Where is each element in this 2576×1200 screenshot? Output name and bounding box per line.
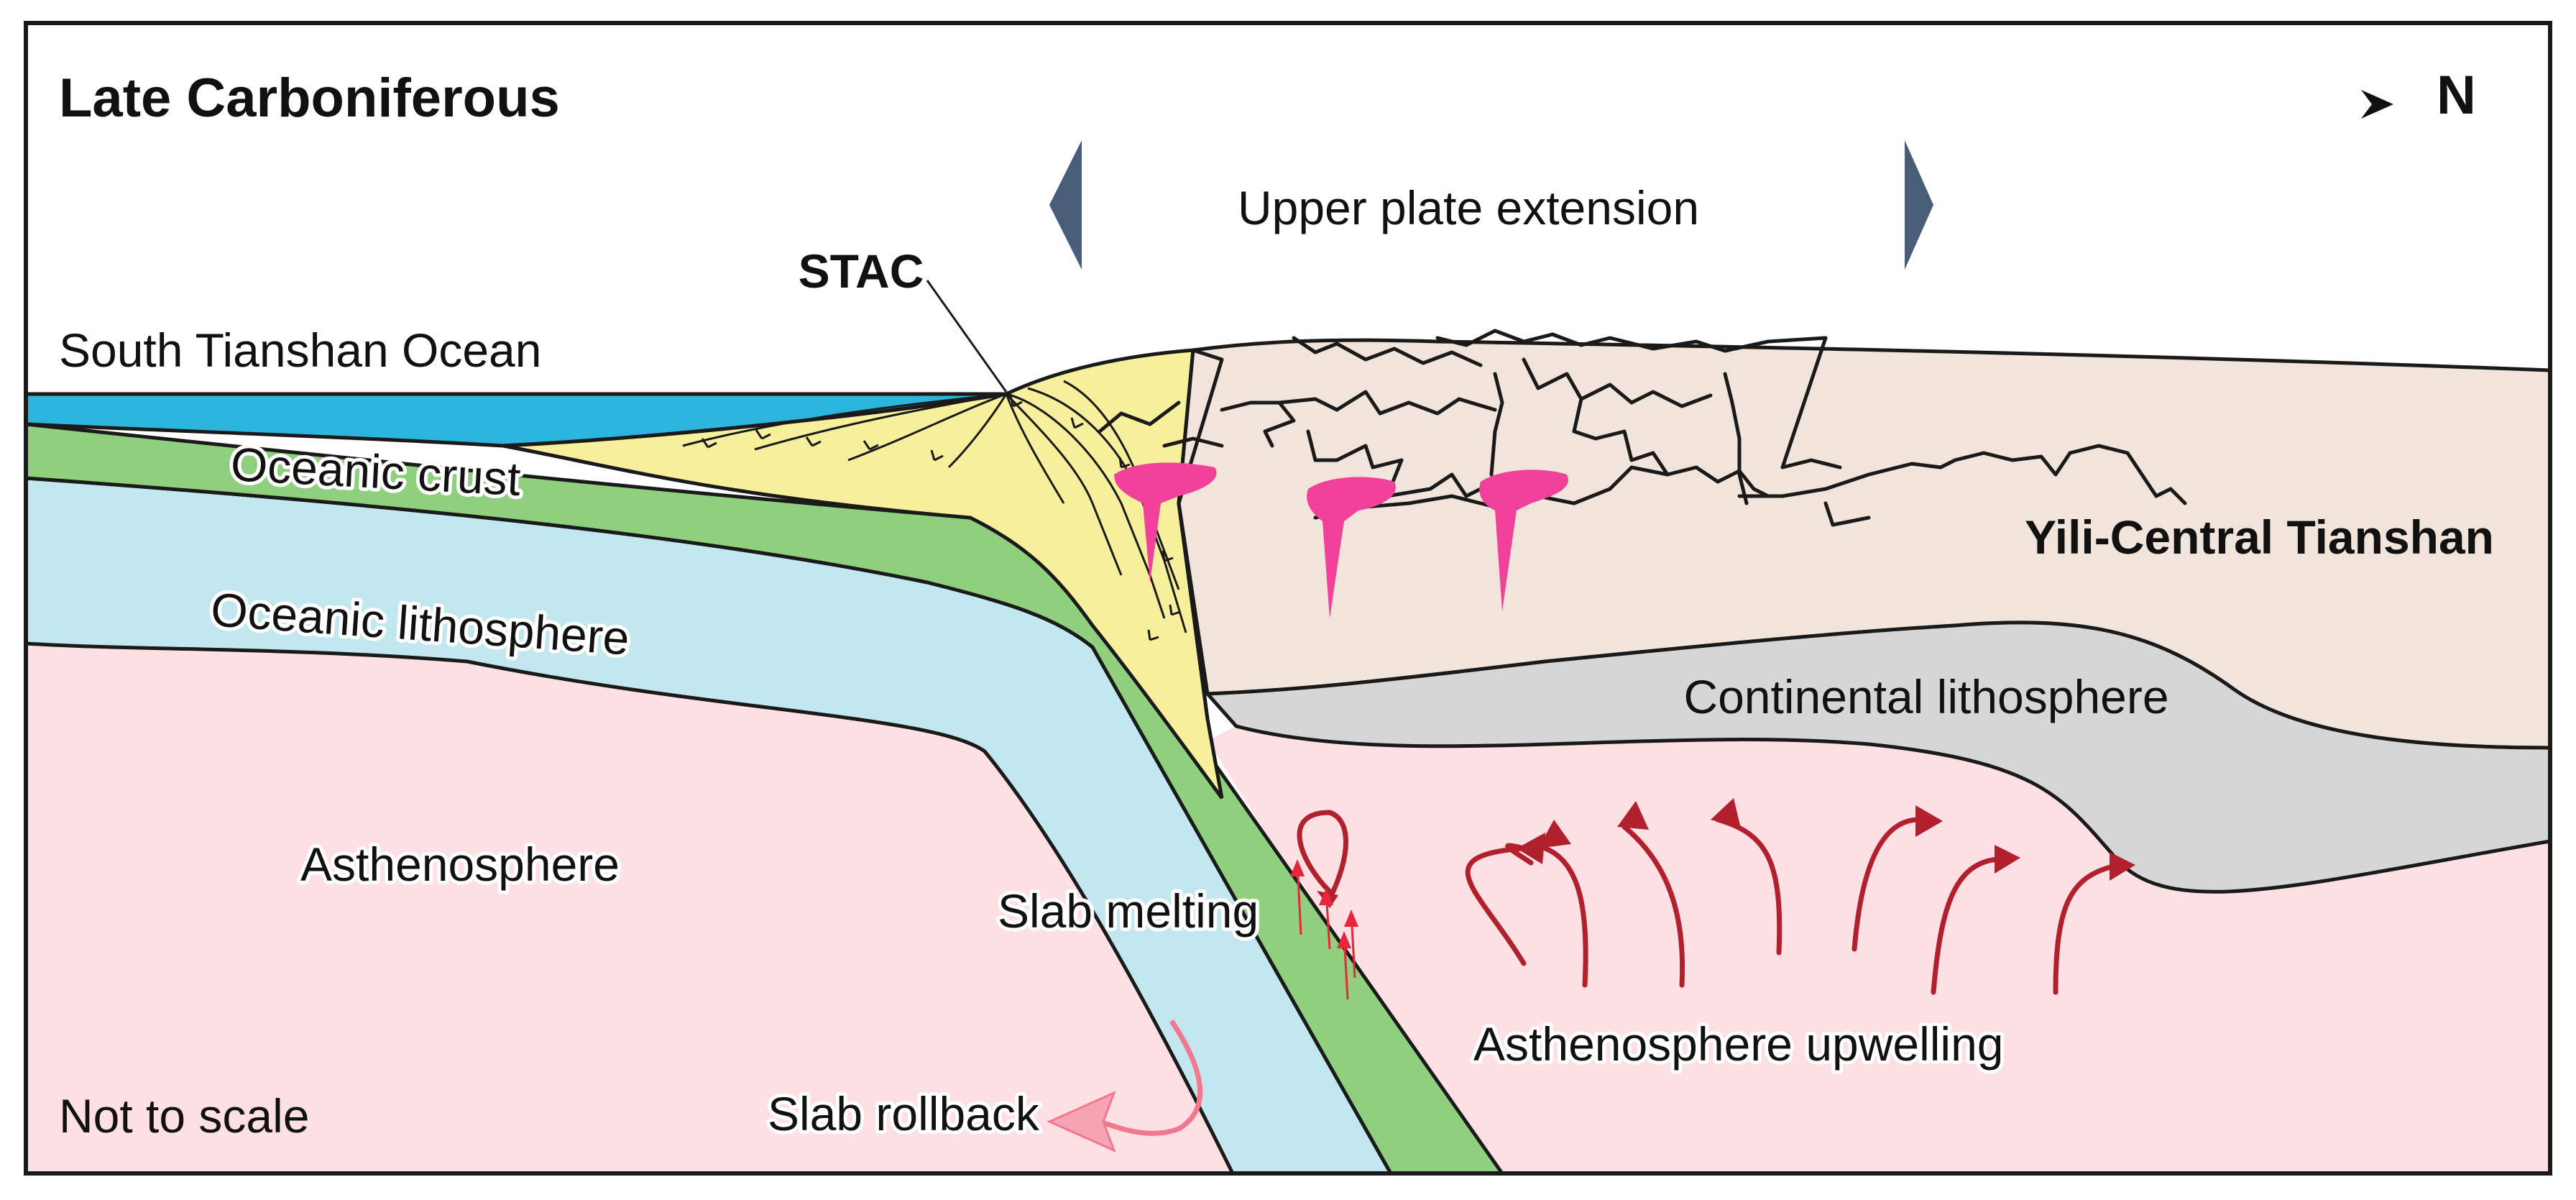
slab-rollback-arrow (1098, 1020, 1203, 1136)
upwelling-arrow-6 (1852, 817, 1922, 952)
upper-plate-extension-label: Upper plate extension (1238, 181, 1699, 234)
yili-central-tianshan-label: Yili-Central Tianshan (2025, 510, 2494, 564)
north-arrow-icon (2361, 90, 2393, 119)
oceanic-crust-region (26, 422, 1505, 1173)
continental-lithosphere-region (1203, 620, 2550, 894)
accretionary-complex-region (502, 348, 1224, 800)
slab-rollback-label: Slab rollback (768, 1087, 1040, 1140)
upwelling-arrow-8 (2053, 864, 2116, 995)
not-to-scale-label: Not to scale (59, 1089, 310, 1142)
compass-label: N (2437, 65, 2476, 126)
stac-label: STAC (799, 244, 924, 298)
diagram-title: Late Carboniferous (59, 68, 560, 129)
slab-rollback-arrowhead (1046, 1091, 1116, 1153)
upwelling-arrow-3 (1542, 846, 1588, 988)
upwelling-arrows (1297, 810, 2116, 995)
diagram-frame (24, 21, 2552, 1176)
asthenosphere-label: Asthenosphere (300, 838, 620, 891)
intrusion-1 (1114, 462, 1217, 582)
continental-lithosphere-label: Continental lithosphere (1683, 670, 2168, 723)
slab-melting-label: Slab melting (998, 884, 1259, 938)
extension-arrow-right-icon (1905, 140, 1933, 270)
asthenosphere-upwelling-label: Asthenosphere upwelling (1473, 1017, 2004, 1071)
slab-melting-arrowheads (1290, 859, 1358, 948)
upwelling-arrow-7 (1931, 856, 2001, 995)
upwelling-arrow-1 (1297, 810, 1348, 902)
upper-plate-faults (1098, 329, 2187, 721)
upwelling-arrowheads (1317, 798, 2135, 908)
upwelling-arrow-2 (1465, 843, 1534, 966)
granitic-intrusions (1114, 462, 1568, 618)
intrusion-3 (1479, 470, 1568, 611)
stac-leader-line (926, 280, 1008, 393)
intrusion-2 (1307, 477, 1396, 618)
south-tianshan-ocean-label: South Tianshan Ocean (59, 324, 541, 377)
extension-arrow-left-icon (1049, 140, 1082, 270)
asthenosphere-region (26, 643, 2550, 1173)
upwelling-arrow-4 (1622, 824, 1685, 988)
